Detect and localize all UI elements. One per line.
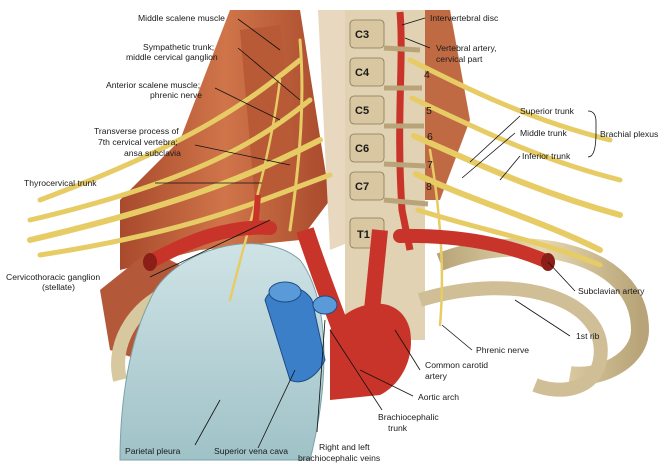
subclavian-cut-left — [143, 253, 157, 271]
label-thyrocervical: Thyrocervical trunk — [24, 178, 97, 188]
brachial-plexus-nerves — [27, 38, 623, 327]
vertebra-c4 — [349, 57, 385, 87]
arteries — [143, 194, 555, 400]
vertebral-artery — [396, 11, 414, 251]
label-brachiocephalic-veins-2: brachiocephalic veins — [298, 453, 380, 463]
label-inferior-trunk: Inferior trunk — [522, 151, 571, 161]
vertebra-c5 — [349, 95, 385, 125]
label-cervicothoracic-2: (stellate) — [42, 282, 75, 292]
label-brachiocephalic-veins-1: Right and left — [319, 442, 370, 452]
labels: Middle scalene muscle Sympathetic trunk;… — [6, 13, 658, 463]
label-brachial-plexus: Brachial plexus — [600, 129, 658, 139]
vertebra-labels: C3 C4 C5 C6 C7 T1 — [355, 29, 370, 241]
vertebra-label-c7: C7 — [355, 181, 369, 193]
vertebra-c3 — [349, 19, 385, 49]
label-first-rib: 1st rib — [576, 331, 600, 341]
label-sympathetic-2: middle cervical ganglion — [126, 52, 218, 62]
label-transverse-3: ansa subclavia — [124, 148, 181, 158]
right-brachiocephalic-vein — [268, 281, 302, 303]
left-brachiocephalic-vein — [312, 295, 338, 315]
label-parietal-pleura: Parietal pleura — [125, 446, 181, 456]
label-sympathetic-1: Sympathetic trunk; — [143, 42, 214, 52]
veins — [264, 281, 338, 383]
right-first-rib — [436, 238, 650, 385]
label-superior-vena-cava: Superior vena cava — [214, 446, 288, 456]
vertebra-label-c3: C3 — [355, 29, 369, 41]
label-vertebral-artery-1: Vertebral artery, — [436, 43, 497, 53]
vertebra-label-c4: C4 — [355, 67, 370, 79]
right-common-carotid — [364, 229, 388, 311]
label-subclavian-artery: Subclavian artery — [578, 286, 645, 296]
label-transverse-1: Transverse process of — [94, 126, 179, 136]
label-common-carotid-1: Common carotid — [425, 360, 488, 370]
vertebra-label-t1: T1 — [357, 229, 370, 241]
leader-lines — [149, 17, 597, 449]
label-middle-trunk: Middle trunk — [520, 128, 568, 138]
aortic-arch — [330, 303, 411, 400]
label-brachiocephalic-trunk-1: Brachiocephalic — [378, 412, 439, 422]
nerve-root-5: 5 — [426, 105, 432, 117]
nerve-root-labels: 4 5 6 7 8 — [424, 69, 433, 193]
vertebra-label-c6: C6 — [355, 143, 369, 155]
label-common-carotid-2: artery — [425, 371, 448, 381]
nerve-root-7: 7 — [427, 159, 433, 171]
vertebra-label-c5: C5 — [355, 105, 369, 117]
label-aortic-arch: Aortic arch — [418, 392, 459, 402]
label-cervicothoracic-1: Cervicothoracic ganglion — [6, 272, 100, 282]
label-anterior-scalene-2: phrenic nerve — [150, 90, 202, 100]
thyrocervical-trunk — [252, 194, 261, 231]
sympathetic-trunk — [288, 38, 304, 232]
label-middle-scalene: Middle scalene muscle — [138, 13, 225, 23]
label-intervertebral-disc: Intervertebral disc — [430, 13, 499, 23]
label-anterior-scalene-1: Anterior scalene muscle; — [106, 80, 200, 90]
transverse-processes — [383, 45, 429, 207]
nerve-root-6: 6 — [427, 131, 433, 143]
label-transverse-2: 7th cervical vertebra; — [98, 137, 178, 147]
vertebral-column — [345, 10, 429, 340]
nerve-root-8: 8 — [426, 181, 432, 193]
label-vertebral-artery-2: cervical part — [436, 54, 483, 64]
nerve-root-4: 4 — [424, 69, 430, 81]
vertebra-c6 — [349, 133, 385, 163]
phrenic-nerve-left — [228, 78, 282, 302]
label-superior-trunk: Superior trunk — [520, 106, 575, 116]
right-subclavian-artery — [393, 228, 555, 269]
right-second-rib — [417, 281, 608, 397]
vertebra-c7 — [349, 171, 385, 201]
label-brachiocephalic-trunk-2: trunk — [388, 423, 408, 433]
label-phrenic-nerve: Phrenic nerve — [476, 345, 529, 355]
